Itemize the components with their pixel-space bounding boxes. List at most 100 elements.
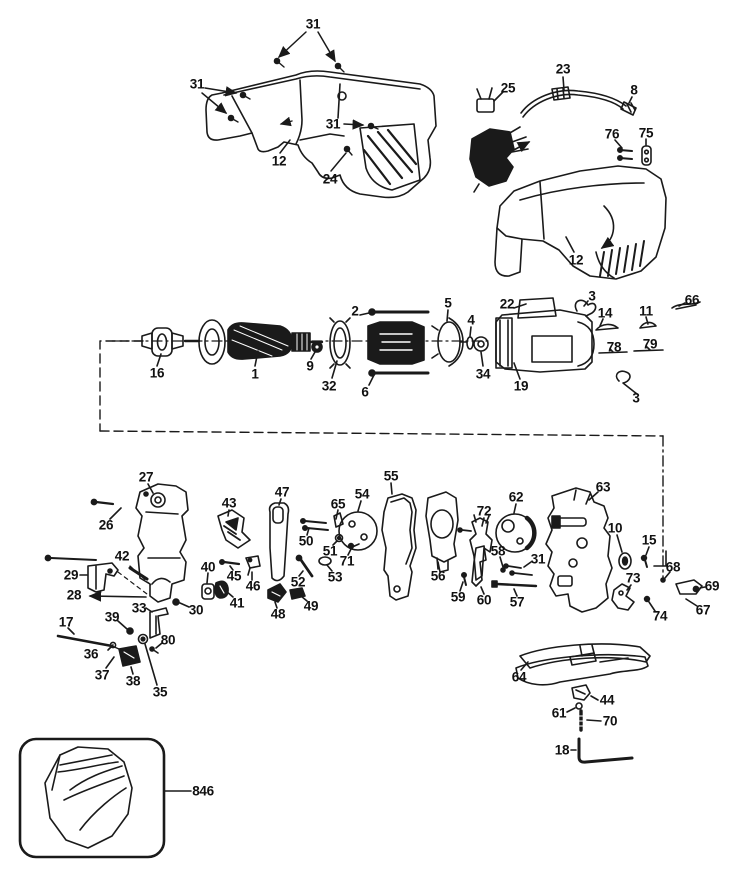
part-label-12: 12 — [271, 153, 287, 169]
part-label-75: 75 — [638, 125, 654, 141]
armature-1 — [227, 322, 324, 367]
parts-67-68-69-73-74 — [611, 571, 706, 612]
dashed-enclosure — [99, 340, 664, 579]
screws-76 — [614, 139, 633, 162]
part-label-23: 23 — [555, 61, 571, 77]
hex-key-18 — [570, 737, 634, 764]
part-label-24: 24 — [322, 171, 338, 187]
part-label-16: 16 — [149, 365, 165, 381]
switch-assembly — [469, 126, 531, 193]
part-label-36: 36 — [83, 646, 99, 662]
part-label-62: 62 — [508, 489, 524, 505]
part-label-35: 35 — [152, 684, 168, 700]
part-label-64: 64 — [511, 669, 527, 685]
part-label-43: 43 — [221, 495, 237, 511]
housing-right-half — [494, 165, 667, 280]
lever-60 — [471, 545, 487, 595]
baffle-32 — [329, 317, 351, 379]
clamp-44 — [571, 684, 599, 701]
part-label-31: 31 — [325, 116, 341, 132]
part-label-9: 9 — [306, 358, 314, 374]
part-label-65: 65 — [330, 496, 346, 512]
gear-62 — [495, 503, 537, 553]
field-stator — [367, 321, 425, 365]
part-label-73: 73 — [625, 570, 641, 586]
part-label-8: 8 — [630, 82, 638, 98]
part-label-29: 29 — [63, 567, 79, 583]
part-label-14: 14 — [597, 305, 613, 321]
bearing-9 — [310, 341, 323, 360]
lever-47 — [268, 498, 290, 582]
part-label-25: 25 — [500, 80, 516, 96]
part-label-31: 31 — [530, 551, 546, 567]
plate-75 — [641, 138, 652, 166]
part-label-31: 31 — [189, 76, 205, 92]
dust-bag-box — [18, 737, 192, 859]
part-label-41: 41 — [229, 595, 245, 611]
pin-30 — [172, 598, 190, 608]
part-label-39: 39 — [104, 609, 120, 625]
field-screws-2-6 — [359, 308, 430, 386]
part-label-66: 66 — [684, 292, 700, 308]
leader-lines-top-left — [201, 31, 365, 172]
part-label-18: 18 — [554, 742, 570, 758]
part-label-15: 15 — [641, 532, 657, 548]
part-label-69: 69 — [704, 578, 720, 594]
fan-clamp-16 — [141, 327, 184, 367]
bracket-33 — [145, 607, 169, 639]
part-label-11: 11 — [639, 303, 653, 319]
part-label-6: 6 — [361, 384, 369, 400]
part-label-42: 42 — [114, 548, 130, 564]
gearcase-63 — [545, 487, 613, 613]
part-label-56: 56 — [430, 568, 446, 584]
part-label-3: 3 — [588, 288, 596, 304]
pin-39 — [117, 620, 134, 635]
part-label-4: 4 — [467, 312, 475, 328]
part-label-28: 28 — [66, 587, 82, 603]
screw-15 — [640, 546, 667, 568]
part-label-59: 59 — [450, 589, 466, 605]
clips-right-of-housing — [574, 299, 701, 395]
part-label-32: 32 — [321, 378, 337, 394]
washer-61-bolt-70 — [566, 702, 602, 732]
guard-43 — [217, 509, 251, 549]
part-label-2: 2 — [351, 303, 359, 319]
part-label-70: 70 — [602, 713, 618, 729]
part-label-46: 46 — [245, 578, 261, 594]
part-label-10: 10 — [607, 520, 623, 536]
power-cord — [520, 76, 637, 118]
clip-65 — [333, 509, 344, 528]
part-label-52: 52 — [290, 574, 306, 590]
part-label-51: 51 — [322, 543, 338, 559]
part-label-71: 71 — [339, 553, 355, 569]
part-label-78: 78 — [606, 339, 622, 355]
screws-50 — [299, 517, 329, 536]
part-label-72: 72 — [476, 503, 492, 519]
grommet-34 — [473, 336, 489, 367]
part-label-12: 12 — [568, 252, 584, 268]
part-label-27: 27 — [138, 469, 154, 485]
part-label-76: 76 — [604, 126, 620, 142]
part-label-74: 74 — [652, 608, 668, 624]
part-label-34: 34 — [475, 366, 491, 382]
part-label-19: 19 — [513, 378, 529, 394]
part-label-48: 48 — [270, 606, 286, 622]
part-label-31: 31 — [305, 16, 321, 32]
part-label-68: 68 — [665, 559, 681, 575]
part-label-47: 47 — [274, 484, 290, 500]
gasket-55 — [381, 482, 417, 601]
part-label-17: 17 — [58, 614, 74, 630]
part-label-45: 45 — [226, 568, 242, 584]
part-label-846: 846 — [192, 783, 214, 799]
pin-42 — [117, 565, 153, 595]
small-parts-35-38 — [105, 633, 163, 686]
brush-part-25 — [476, 87, 504, 113]
rod-17 — [56, 627, 120, 650]
yoke-72 — [457, 514, 493, 581]
part-label-40: 40 — [200, 559, 216, 575]
small-parts-40-41-45-46 — [201, 555, 261, 600]
part-label-80: 80 — [160, 632, 176, 648]
part-label-79: 79 — [642, 336, 658, 352]
